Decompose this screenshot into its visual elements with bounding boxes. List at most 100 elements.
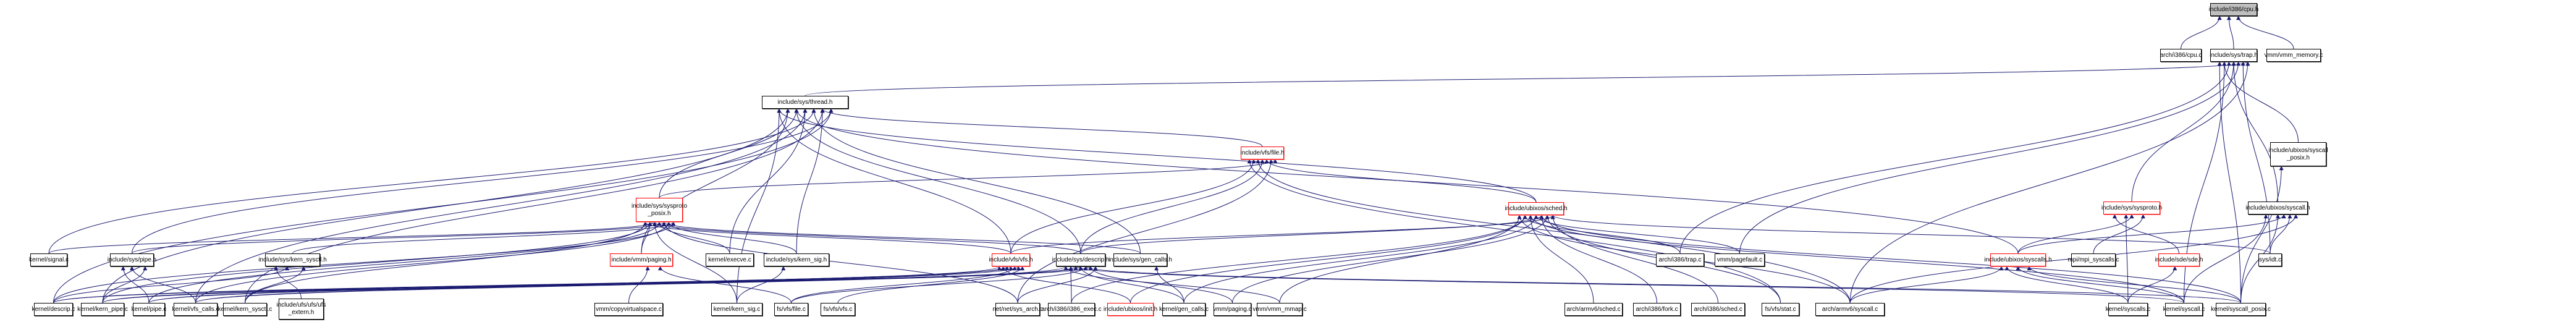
edge-kernel-syscall-c-to-sched-h	[1528, 214, 2184, 304]
edge-kern-sysctl-h-to-sysproto-posix-h	[292, 221, 676, 254]
node-signal-c[interactable]: kernel/signal.c	[29, 253, 69, 266]
node-kernel-syscalls-c[interactable]: kernel/syscalls.c	[2106, 303, 2150, 316]
node-kernel-syscall-c[interactable]: kernel/syscall.c	[2163, 303, 2205, 316]
edge-file-c-to-vfs-h	[791, 266, 1017, 304]
node-sys-arch-c[interactable]: net/net/sys_arch.c	[992, 303, 1043, 316]
node-cpu-c[interactable]: arch/i386/cpu.c	[2160, 49, 2202, 62]
node-idt-c[interactable]: sys/idt.c	[2258, 253, 2282, 266]
edge-stat-c-to-file-h	[1247, 159, 1781, 304]
node-file-h[interactable]: include/vfs/file.h	[1240, 147, 1285, 159]
node-kern-sysctl-h[interactable]: include/sys/kern_sysctl.h	[258, 253, 327, 266]
edge-idt-c-to-sched-h	[1550, 214, 2271, 254]
edge-kern-sig-c-to-thread-h	[737, 108, 782, 304]
node-ufs-extern-h[interactable]: include/ufs/ufs/ufs _extern.h	[276, 299, 326, 320]
edge-gen-calls-c-to-gen-calls-h	[1154, 266, 1185, 304]
node-vfs-c[interactable]: fs/vfs/vfs.c	[821, 303, 855, 316]
node-gen-calls-c[interactable]: kernel/gen_calls.c	[1159, 303, 1209, 316]
node-pipe-h[interactable]: include/sys/pipe.h	[108, 253, 156, 266]
node-kern-sysctl-c[interactable]: kernel/kern_sysctl.c	[218, 303, 272, 316]
node-fork-c[interactable]: arch/i386/fork.c	[1633, 303, 1681, 316]
edge-syscall-h-to-trap-h	[2231, 61, 2278, 202]
node-sysproto-posix-h[interactable]: include/sys/sysproto _posix.h	[631, 198, 687, 222]
node-trap-h[interactable]: include/sys/trap.h	[2210, 49, 2258, 62]
edge-sched-h-to-file-h	[1264, 159, 1537, 203]
edge-kern-sig-c-to-kern-sig-h	[737, 266, 786, 304]
edge-syscalls-h-to-sysproto-h	[2017, 214, 2134, 254]
node-file-c[interactable]: fs/vfs/file.c	[774, 303, 808, 316]
edge-vfs-c-to-vfs-h	[837, 266, 1025, 304]
edge-fork-c-to-sched-h	[1539, 214, 1657, 304]
node-descrip-c[interactable]: kernel/descrip.c	[32, 303, 75, 316]
edge-syscall-posix-h-to-trap-h	[2222, 61, 2299, 143]
node-kern-sig-c[interactable]: kernel/kern_sig.c	[711, 303, 762, 316]
edge-init-h-to-vfs-h	[1001, 266, 1131, 304]
edge-paging-c-to-sched-h	[1232, 214, 1550, 304]
edge-idt-c-to-trap-h	[2240, 61, 2271, 254]
edge-kernel-syscall-posix-c-to-sched-h	[1539, 214, 2241, 304]
node-kern-pipe-c[interactable]: kernel/kern_pipe.c	[77, 303, 128, 316]
node-init-h[interactable]: include/ubixos/init.h	[1104, 303, 1157, 316]
node-stat-c[interactable]: fs/vfs/stat.c	[1762, 303, 1799, 316]
edge-kern-sysctl-c-to-kern-sysctl-h	[245, 266, 306, 304]
edge-i386-sched-c-to-sched-h	[1550, 214, 1718, 304]
node-armv6-sched-c[interactable]: arch/armv6/sched.c	[1565, 303, 1623, 316]
node-copyvirtualspace-c[interactable]: vmm/copyvirtualspace.c	[594, 303, 663, 316]
edge-descrip-c-to-sysproto-posix-h	[53, 221, 676, 304]
edge-trap-c-to-trap-h	[1679, 61, 2231, 254]
edge-descrip-c-to-descrip-h	[53, 266, 1083, 304]
node-paging-h[interactable]: include/vmm/paging.h	[610, 253, 673, 266]
node-descrip-h[interactable]: include/sys/descrip.h	[1052, 253, 1109, 266]
edge-kernel-syscall-posix-c-to-trap-h	[2217, 61, 2241, 304]
node-mpi-syscalls-c[interactable]: mpi/mpi_syscalls.c	[2067, 253, 2119, 266]
edge-descrip-c-to-kern-sysctl-h	[53, 266, 290, 304]
node-i386-exec-c[interactable]: arch/i386/i386_exec.c	[1041, 303, 1102, 316]
node-sde-h[interactable]: include/sde/sde.h	[2155, 253, 2203, 266]
node-execve-c[interactable]: kernel/execve.c	[706, 253, 754, 266]
node-vfs-h[interactable]: include/vfs/vfs.h	[989, 253, 1033, 266]
node-i386-sched-c[interactable]: arch/i386/sched.c	[1691, 303, 1745, 316]
node-syscalls-h[interactable]: include/ubixos/syscalls.h	[1984, 253, 2052, 266]
edge-thread-h-to-trap-h	[804, 61, 2250, 96]
edge-vfs-h-to-file-h	[1010, 159, 1256, 254]
edge-descrip-h-to-sched-h	[1080, 214, 1544, 254]
edge-sys-arch-c-to-sysproto-posix-h	[662, 221, 1018, 304]
node-paging-c[interactable]: vmm/paging.c	[1213, 303, 1252, 316]
edge-sys-arch-c-to-descrip-h	[1017, 266, 1098, 304]
edge-gen-calls-h-to-sysproto-posix-h	[662, 221, 1141, 254]
edge-kern-sig-h-to-thread-h	[796, 108, 825, 254]
edge-mpi-syscalls-c-to-sysproto-h	[2093, 214, 2145, 254]
edge-gen-calls-c-to-sched-h	[1183, 214, 1539, 304]
node-thread-h[interactable]: include/sys/thread.h	[762, 96, 848, 109]
node-pipe-c[interactable]: kernel/pipe.c	[132, 303, 166, 316]
node-gen-calls-h[interactable]: include/sys/gen_calls.h	[1109, 253, 1172, 266]
edge-armv6-syscall-c-to-file-h	[1256, 159, 1851, 304]
node-vmm-mmap-c[interactable]: vmm/vmm_mmap.c	[1252, 303, 1307, 316]
edge-vfs-calls-c-to-pipe-h	[130, 266, 196, 304]
node-trap-c[interactable]: arch/i386/trap.c	[1656, 253, 1704, 266]
edge-descrip-h-to-sysproto-posix-h	[652, 221, 1081, 254]
node-armv6-syscall-c[interactable]: arch/armv6/syscall.c	[1815, 303, 1885, 316]
edge-kern-pipe-c-to-pipe-h	[102, 266, 148, 304]
node-vfs-calls-c[interactable]: kernel/vfs_calls.c	[172, 303, 219, 316]
edge-pipe-c-to-sysproto-posix-h	[148, 221, 662, 304]
edge-vfs-calls-c-to-descrip-h	[195, 266, 1078, 304]
node-kern-sig-h[interactable]: include/sys/kern_sig.h	[764, 253, 829, 266]
node-sched-h[interactable]: include/ubixos/sched.h	[1505, 202, 1568, 215]
edge-kernel-syscall-c-to-syscalls-h	[2016, 266, 2184, 304]
edge-kernel-syscalls-c-to-sysproto-h	[2124, 214, 2129, 304]
edge-file-c-to-paging-h	[658, 266, 792, 304]
node-syscall-posix-h[interactable]: include/ubixos/syscall _posix.h	[2268, 142, 2328, 166]
edge-vfs-calls-c-to-sysproto-posix-h	[195, 221, 671, 304]
node-pagefault-c[interactable]: vmm/pagefault.c	[1715, 253, 1765, 266]
edge-descrip-h-to-thread-h	[794, 108, 1081, 254]
node-sysproto-h[interactable]: include/sys/sysproto.h	[2101, 202, 2162, 214]
edge-kernel-syscall-posix-c-to-descrip-h	[1083, 266, 2241, 304]
node-kernel-syscall-posix-c[interactable]: kernel/syscall_posix.c	[2211, 303, 2271, 316]
node-syscall-h[interactable]: include/ubixos/syscall.h	[2245, 202, 2310, 214]
edge-kern-sysctl-c-to-thread-h	[245, 108, 825, 304]
edge-file-c-to-descrip-h	[791, 266, 1088, 304]
node-vmm-memory-c[interactable]: vmm/vmm_memory.c	[2265, 49, 2323, 62]
edge-armv6-sched-c-to-sched-h	[1528, 214, 1594, 304]
edge-execve-c-to-thread-h	[729, 108, 808, 254]
edge-vfs-calls-c-to-thread-h	[195, 108, 808, 304]
